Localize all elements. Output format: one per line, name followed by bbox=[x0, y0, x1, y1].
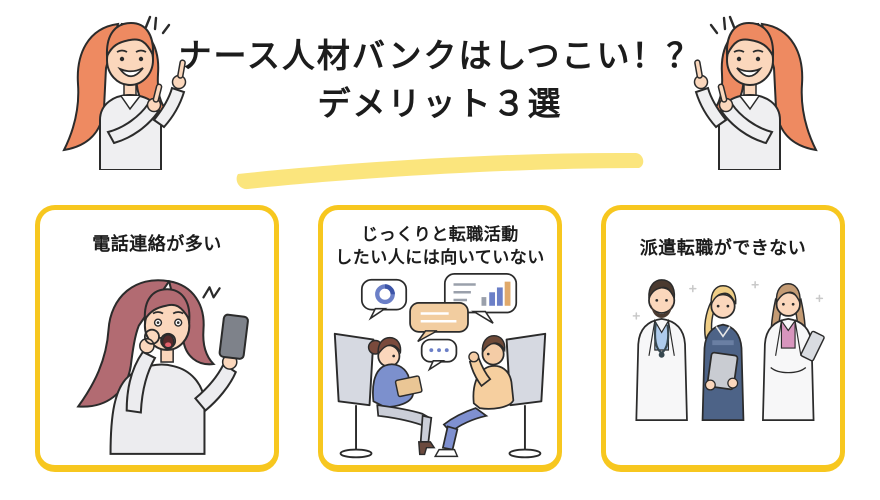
clipboard-icon bbox=[800, 331, 825, 362]
speech-bubble-donut-icon bbox=[360, 278, 408, 321]
sparkle-icons bbox=[632, 281, 824, 320]
surprise-mark-icon bbox=[202, 286, 221, 299]
demerit-cards-row: 電話連絡が多い bbox=[35, 205, 845, 472]
interview-conversation-illustration bbox=[323, 270, 557, 468]
glasses-icon bbox=[143, 328, 177, 349]
recruiter-woman bbox=[367, 336, 436, 456]
speech-bubble-dots-icon bbox=[420, 338, 458, 372]
candidate-man bbox=[433, 334, 515, 457]
card-slow-job-hunting: じっくりと転職活動 したい人には向いていない bbox=[318, 205, 562, 472]
female-doctor bbox=[762, 283, 825, 422]
nurse bbox=[701, 285, 745, 422]
title-block: ナース人材バンクはしつこい！？ デメリット３選 bbox=[0, 32, 880, 128]
speech-bubble-tan-icon bbox=[409, 301, 469, 343]
shocked-woman-phone-illustration bbox=[40, 256, 274, 465]
card-slow-job-hunting-title: じっくりと転職活動 したい人には向いていない bbox=[335, 225, 545, 267]
clipboard-icon bbox=[394, 375, 423, 398]
card-phone-calls-title: 電話連絡が多い bbox=[92, 234, 222, 254]
card-no-temp-staffing-title: 派遣転職ができない bbox=[639, 238, 807, 258]
smartphone-icon bbox=[218, 313, 249, 360]
page-title-line1: ナース人材バンクはしつこい！？ bbox=[178, 37, 702, 74]
card-phone-calls: 電話連絡が多い bbox=[35, 205, 279, 472]
office-chairs bbox=[333, 332, 547, 407]
yellow-marker-underline bbox=[232, 146, 648, 190]
page-title-line2: デメリット３選 bbox=[317, 84, 563, 122]
medical-team-illustration bbox=[606, 260, 840, 465]
card-no-temp-staffing: 派遣転職ができない bbox=[601, 205, 845, 472]
male-doctor bbox=[635, 279, 688, 422]
